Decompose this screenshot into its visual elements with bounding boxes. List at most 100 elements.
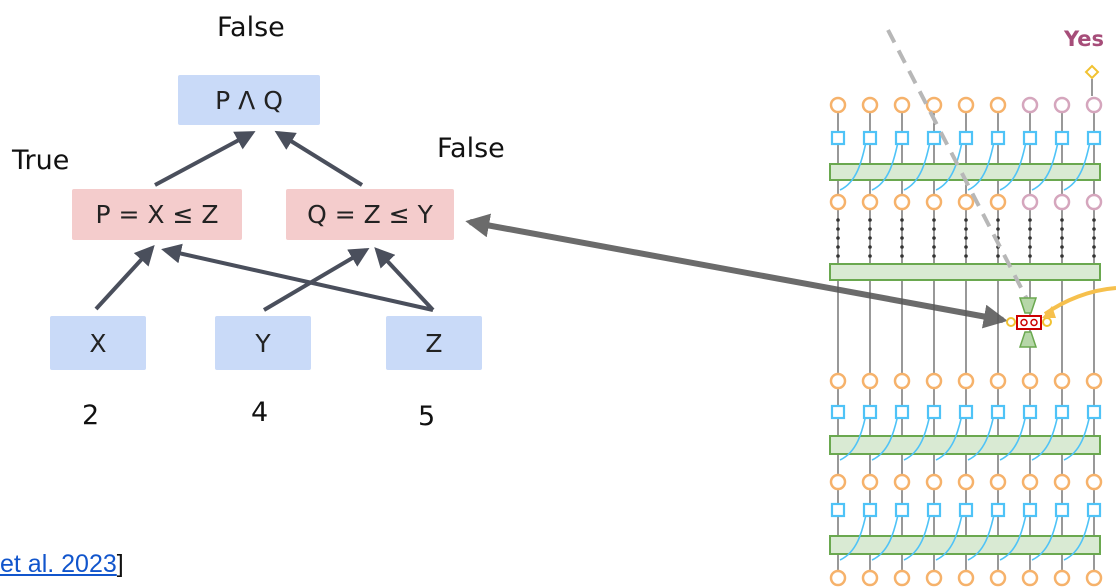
cyan-node (926, 404, 942, 420)
orange-node (925, 569, 943, 587)
cyan-node (862, 404, 878, 420)
ellipsis-dot (1028, 254, 1032, 258)
ellipsis-dot (932, 227, 936, 231)
leaf-y-node: Y (215, 316, 311, 370)
orange-node (925, 372, 943, 390)
orange-node (989, 96, 1007, 114)
output-diamond (1084, 64, 1100, 80)
arrow-x-to-p (94, 245, 155, 311)
orange-node (893, 569, 911, 587)
ellipsis-dot (900, 245, 904, 249)
ellipsis-dot (964, 254, 968, 258)
ellipsis-dot (932, 245, 936, 249)
orange-node (925, 193, 943, 211)
orange-node (957, 569, 975, 587)
ellipsis-dot (964, 218, 968, 222)
probe-top (1018, 297, 1038, 314)
ellipsis-dot (900, 254, 904, 258)
leaf-x-node: X (50, 316, 146, 370)
purple-node (1053, 193, 1071, 211)
orange-node (1053, 372, 1071, 390)
ellipsis-dot (1028, 218, 1032, 222)
orange-node (989, 473, 1007, 491)
ellipsis-dot (868, 236, 872, 240)
probe-side-node (1006, 317, 1016, 327)
arrow-z-to-p (161, 243, 434, 312)
ellipsis-dot (836, 227, 840, 231)
purple-node (1021, 193, 1039, 211)
orange-node (893, 372, 911, 390)
cyan-node (1086, 404, 1102, 420)
ellipsis-dot (836, 254, 840, 258)
cyan-node (1022, 404, 1038, 420)
leaf-x-value: 2 (82, 400, 100, 431)
cyan-node (958, 404, 974, 420)
layer-bar (829, 263, 1101, 281)
cyan-node (830, 130, 846, 146)
probe-dot (1020, 318, 1028, 327)
ellipsis-dot (996, 218, 1000, 222)
p-node: P = X ≤ Z (72, 189, 242, 240)
citation-bracket: ] (116, 550, 124, 578)
ellipsis-dot (964, 245, 968, 249)
q-node: Q = Z ≤ Y (286, 189, 454, 240)
cyan-node (894, 130, 910, 146)
orange-node (829, 569, 847, 587)
orange-node (1021, 372, 1039, 390)
cyan-node (990, 404, 1006, 420)
cyan-node (1054, 404, 1070, 420)
q-value-label: False (437, 133, 505, 164)
ellipsis-dot (1092, 227, 1096, 231)
ellipsis-dot (900, 227, 904, 231)
orange-node (1053, 569, 1071, 587)
ellipsis-dot (996, 254, 1000, 258)
orange-node (861, 473, 879, 491)
orange-node (957, 473, 975, 491)
orange-node (989, 193, 1007, 211)
ellipsis-dot (1092, 245, 1096, 249)
cyan-node (830, 502, 846, 518)
ellipsis-dot (868, 218, 872, 222)
ellipsis-dot (1028, 236, 1032, 240)
ellipsis-dot (1060, 227, 1064, 231)
cyan-node (926, 130, 942, 146)
cyan-node (1054, 130, 1070, 146)
probe-side-node (1042, 317, 1052, 327)
orange-node (893, 96, 911, 114)
orange-node (1085, 372, 1103, 390)
purple-node (1021, 96, 1039, 114)
orange-node (957, 372, 975, 390)
ellipsis-dot (932, 254, 936, 258)
purple-node (1085, 96, 1103, 114)
citation: et al. 2023] (0, 550, 124, 579)
ellipsis-dot (900, 218, 904, 222)
yes-output-label: Yes (1064, 27, 1105, 51)
arrow-q-to-root (274, 130, 364, 187)
leaf-z-value: 5 (418, 401, 436, 432)
ellipsis-dot (1060, 236, 1064, 240)
citation-link[interactable]: et al. 2023 (0, 550, 117, 578)
orange-node (861, 96, 879, 114)
orange-node (829, 473, 847, 491)
orange-node (829, 96, 847, 114)
ellipsis-dot (932, 218, 936, 222)
ellipsis-dot (1060, 245, 1064, 249)
orange-node (861, 569, 879, 587)
cyan-node (958, 130, 974, 146)
ellipsis-dot (868, 254, 872, 258)
orange-node (861, 193, 879, 211)
cyan-node (958, 502, 974, 518)
orange-node (1021, 569, 1039, 587)
probe-bottom (1018, 331, 1038, 348)
root-value-label: False (217, 12, 285, 43)
cyan-node (990, 502, 1006, 518)
p-value-label: True (12, 145, 70, 176)
ellipsis-dot (1092, 254, 1096, 258)
orange-node (1021, 473, 1039, 491)
cyan-node (1022, 130, 1038, 146)
leaf-z-node: Z (386, 316, 482, 370)
cyan-node (1022, 502, 1038, 518)
cyan-node (1086, 502, 1102, 518)
ellipsis-dot (836, 218, 840, 222)
